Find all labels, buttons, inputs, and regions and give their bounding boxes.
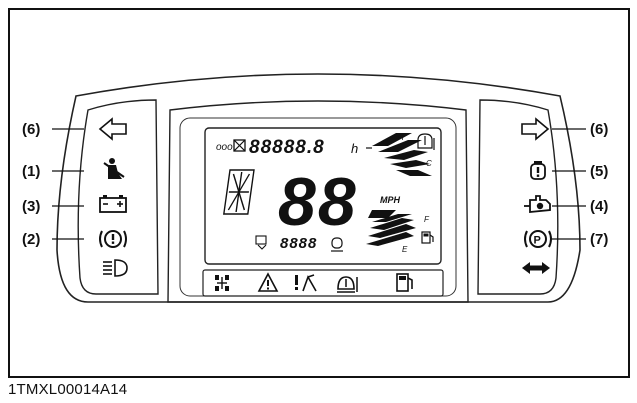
hazard-arrows-icon — [522, 262, 550, 274]
callout-left-4: (2) — [22, 231, 40, 248]
callout-right-4: (7) — [590, 231, 608, 248]
filter-timer-icon — [331, 237, 343, 252]
service-box-icon — [233, 139, 246, 152]
hour-unit: h — [351, 141, 358, 156]
battery-charge-icon — [99, 195, 127, 213]
callout-right-3: (4) — [590, 198, 608, 215]
callout-left-3: (3) — [22, 198, 40, 215]
right-indicator-pod — [477, 99, 559, 295]
headlight-high-beam-icon — [103, 259, 128, 277]
callout-left-2: (1) — [22, 163, 40, 180]
temp-cold-label: C — [426, 159, 432, 168]
fuel-pump-icon — [396, 273, 413, 292]
fuel-empty-label: E — [402, 245, 408, 254]
callout-right-2: (5) — [590, 163, 608, 180]
fuel-gauge-icon — [421, 231, 434, 244]
speed-unit: MPH — [380, 195, 401, 205]
left-callouts: (6) (1) (3) (2) — [22, 121, 84, 248]
oil-pressure-icon — [524, 195, 551, 213]
coolant-thermometer-icon — [417, 133, 435, 150]
mode-character-display — [223, 169, 255, 215]
brake-warning-icon — [99, 230, 127, 248]
fuel-full-label: F — [424, 215, 430, 224]
svg-text:P: P — [534, 235, 541, 247]
coolant-temp-icon — [337, 276, 358, 293]
center-bezel — [167, 100, 469, 303]
turn-left-arrow-icon — [98, 117, 127, 141]
bottom-counter-digits: 8888 — [280, 235, 317, 252]
seatbelt-warning-icon — [103, 158, 125, 179]
engine-malfunction-icon — [530, 161, 546, 180]
odo-prefix: ooo — [216, 142, 233, 153]
speed-digits: 88 — [278, 164, 358, 240]
fuel-bar-graph — [366, 210, 416, 246]
lcd-screen — [204, 127, 442, 265]
right-callouts: (6) (5) (4) (7) — [552, 121, 608, 248]
callout-left-1: (6) — [22, 121, 40, 138]
master-warning-icon — [257, 272, 279, 292]
four-wheel-drive-icon — [215, 275, 229, 291]
temp-hot-label: H — [398, 133, 404, 142]
figure-frame — [8, 8, 630, 378]
seat-occupancy-icon — [295, 274, 317, 292]
reference-code: 1TMXL00014A14 — [8, 381, 128, 398]
left-indicator-pod — [77, 99, 159, 295]
bottom-warning-strip — [202, 269, 444, 297]
temperature-bar-graph — [372, 133, 432, 176]
parking-brake-icon: P — [524, 230, 552, 248]
callout-right-1: (6) — [590, 121, 608, 138]
hour-meter-digits: 88888.8 — [249, 137, 325, 158]
service-wrench-icon — [255, 235, 267, 250]
turn-right-arrow-icon — [521, 117, 550, 141]
